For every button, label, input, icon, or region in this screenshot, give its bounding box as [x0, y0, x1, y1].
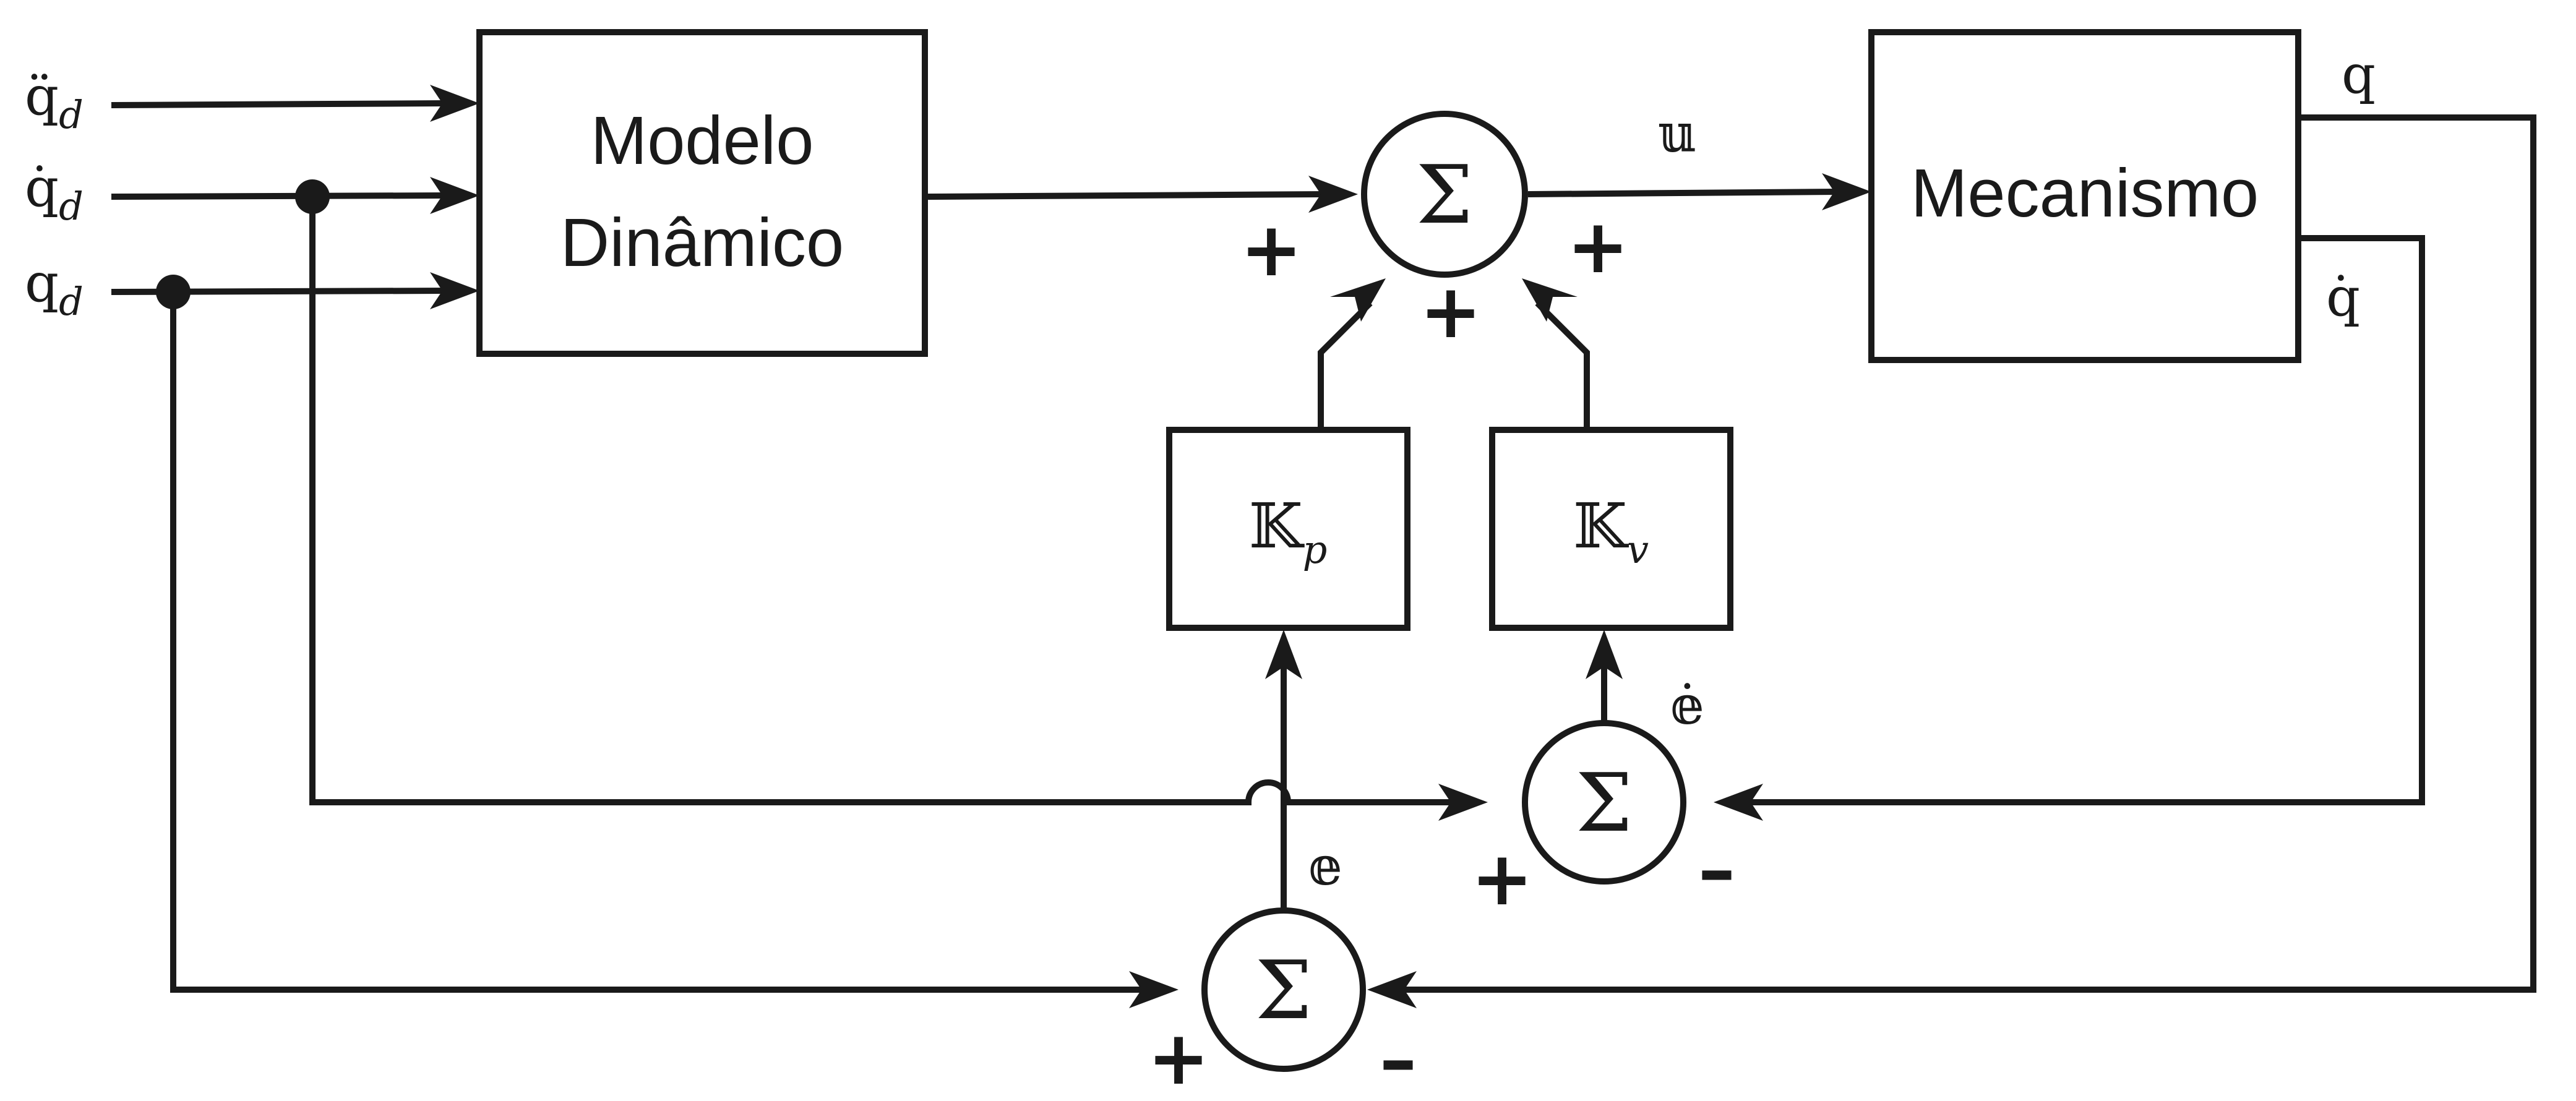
- position-sum-sign-minus: –: [1380, 1017, 1417, 1101]
- wire-model-to-sum: [927, 191, 1324, 200]
- velocity-error-summing-junction: [1522, 720, 1686, 885]
- wire-qd-dot-to-model: [111, 192, 446, 200]
- main-sum-sign-bottom: +: [1420, 269, 1482, 355]
- label-q-dot: q̇: [2326, 267, 2360, 328]
- arrowhead-qd: [430, 272, 479, 309]
- main-sum-sign-left: +: [1240, 207, 1303, 293]
- wire-qd-dot-branch: [309, 197, 1454, 805]
- arrowhead-position-sum-right: [1367, 971, 1417, 1008]
- wire-u-to-mechanism: [1527, 189, 1838, 197]
- label-qdd: q̈d: [25, 66, 84, 137]
- wire-kp-to-sum: [1318, 301, 1373, 430]
- main-sum-sign-right: +: [1567, 204, 1629, 290]
- arrowhead-e-to-kp: [1265, 630, 1302, 679]
- wire-qd-branch: [170, 292, 1144, 993]
- label-u: 𝕦: [1658, 103, 1697, 165]
- label-e: 𝕖: [1308, 836, 1342, 898]
- main-summing-junction: [1361, 111, 1528, 278]
- velocity-sum-symbol: Σ: [1576, 756, 1633, 850]
- mechanism-label: Mecanismo: [1911, 155, 2259, 231]
- wire-kv-to-sum: [1535, 301, 1590, 430]
- arrowhead-velocity-sum-right: [1714, 784, 1763, 821]
- kp-label: 𝕂p: [1249, 490, 1328, 572]
- arrowhead-e-dot-to-kv: [1586, 630, 1623, 679]
- kp-block: [1166, 427, 1410, 631]
- wire-q-feedback: [1401, 114, 2536, 993]
- dynamic-model-block: [476, 29, 928, 357]
- arrowhead-kp-to-sum: [1330, 278, 1386, 322]
- junction-dot-qd-dot: [295, 179, 330, 214]
- velocity-sum-sign-minus: –: [1698, 828, 1735, 914]
- arrowhead-position-sum-left: [1129, 971, 1179, 1008]
- label-qd: qd: [25, 252, 84, 324]
- wire-qdd-to-model: [111, 100, 446, 108]
- arrowhead-main-sum-left: [1308, 176, 1358, 213]
- arrowhead-qd-dot: [430, 177, 479, 214]
- velocity-sum-sign-plus: +: [1471, 836, 1534, 922]
- label-q: q: [2342, 44, 2376, 106]
- kv-label: 𝕂v: [1573, 490, 1649, 572]
- label-e-dot: 𝕖̇: [1670, 675, 1704, 737]
- junction-dot-qd: [156, 275, 191, 309]
- main-sum-symbol: Σ: [1416, 148, 1473, 242]
- arrowhead-mechanism: [1822, 173, 1871, 210]
- wire-q-dot-feedback: [1748, 235, 2425, 805]
- dynamic-model-line1: Modelo: [591, 103, 814, 179]
- position-sum-sign-plus: +: [1148, 1016, 1210, 1101]
- arrowhead-kv-to-sum: [1522, 278, 1578, 322]
- arrowhead-qdd: [430, 85, 479, 122]
- dynamic-model-line2: Dinâmico: [560, 205, 844, 281]
- label-qd-dot: q̇d: [25, 157, 84, 229]
- position-sum-symbol: Σ: [1255, 943, 1312, 1037]
- kv-block: [1489, 427, 1733, 631]
- mechanism-block: [1868, 29, 2301, 363]
- arrowhead-velocity-sum-left: [1438, 784, 1488, 821]
- position-error-summing-junction: [1201, 907, 1366, 1072]
